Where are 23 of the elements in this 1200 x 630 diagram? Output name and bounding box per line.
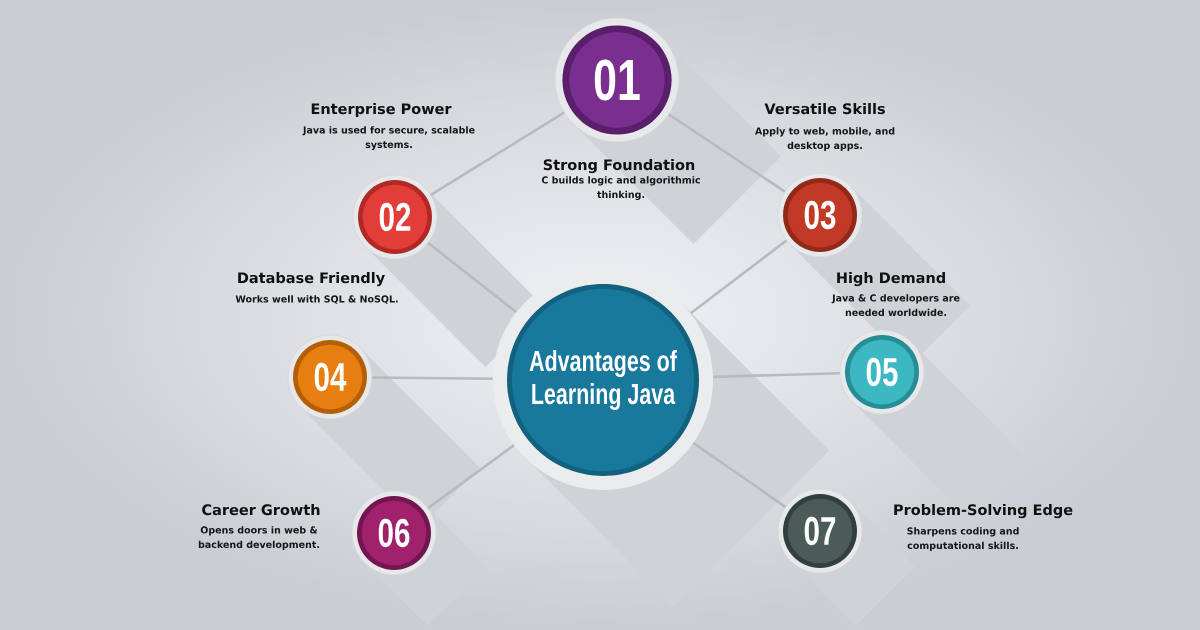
- item-description: C builds logic and algorithmic thinking.: [541, 176, 700, 200]
- connector-line: [668, 113, 786, 193]
- item-heading: High Demand: [837, 272, 945, 287]
- connector-line: [689, 239, 788, 315]
- item-heading: Career Growth: [202, 504, 320, 516]
- item-heading: Database Friendly: [238, 272, 385, 287]
- connector-line: [372, 376, 493, 381]
- item-description: Works well with SQL & NoSQL.: [235, 295, 398, 304]
- connector-line: [427, 242, 518, 314]
- item-description: Sharpens coding and computational skills.: [907, 527, 1019, 551]
- node-label: Advantages of Learning Java: [529, 349, 677, 411]
- connector-line: [692, 441, 787, 508]
- item-description: Apply to web, mobile, and desktop apps.: [755, 127, 895, 151]
- item-heading: Strong Foundation: [543, 159, 695, 174]
- connector-line: [427, 444, 515, 510]
- item-description: Java is used for secure, scalable systems.: [302, 126, 475, 150]
- item-description: Opens doors in web & backend development.: [198, 526, 319, 550]
- connector-line: [713, 371, 840, 379]
- item-heading: Problem-Solving Edge: [894, 504, 1073, 519]
- item-heading: Enterprise Power: [311, 103, 452, 117]
- item-description: Java & C developers are needed worldwide.: [831, 294, 960, 317]
- connector-line: [430, 111, 565, 196]
- item-heading: Versatile Skills: [764, 103, 885, 115]
